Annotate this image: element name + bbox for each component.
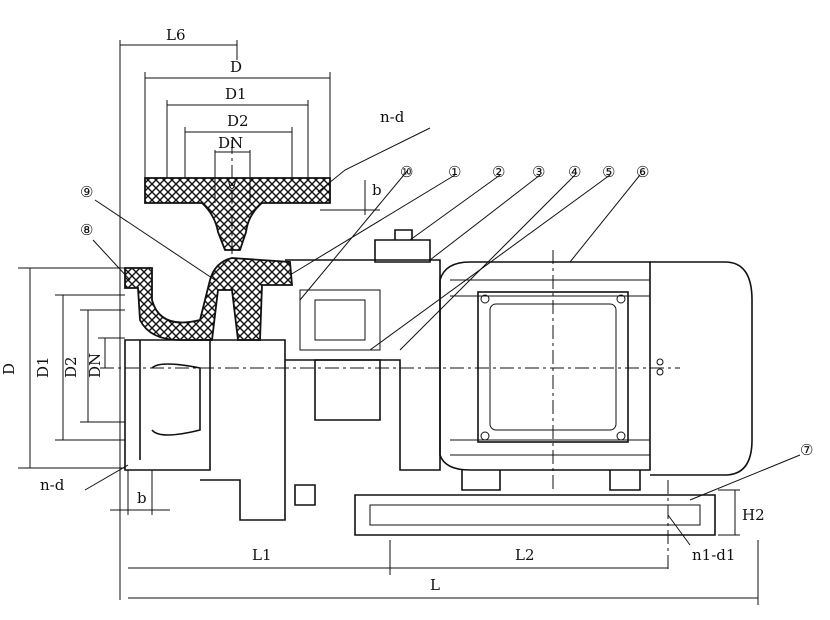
base-plate bbox=[354, 480, 716, 570]
dim-top-b: b bbox=[372, 181, 382, 199]
part-1: ① bbox=[448, 163, 461, 181]
dim-side-D2: D2 bbox=[62, 356, 80, 378]
dim-top-D1: D1 bbox=[225, 85, 247, 103]
dim-top-DN: DN bbox=[218, 134, 243, 152]
discharge-flange bbox=[144, 140, 331, 260]
dim-n1-d1: n1-d1 bbox=[692, 546, 735, 564]
dim-side-D: D bbox=[0, 363, 18, 375]
part-10: ⑩ bbox=[400, 163, 413, 181]
part-9: ⑨ bbox=[80, 183, 93, 201]
dim-top-D2: D2 bbox=[227, 112, 249, 130]
part-5: ⑤ bbox=[602, 163, 615, 181]
dim-side-DN: DN bbox=[86, 353, 104, 378]
part-4: ④ bbox=[568, 163, 581, 181]
pump-casing bbox=[124, 229, 441, 521]
dim-side-nd: n-d bbox=[40, 476, 65, 494]
dim-H2: H2 bbox=[742, 506, 765, 524]
leader-lines bbox=[84, 127, 801, 546]
dim-top-nd: n-d bbox=[380, 108, 405, 126]
dim-top-D: D bbox=[230, 58, 242, 76]
part-3: ③ bbox=[532, 163, 545, 181]
dim-L1: L1 bbox=[252, 546, 272, 564]
motor bbox=[439, 250, 753, 491]
dimension-lines bbox=[18, 40, 759, 605]
dim-side-D1: D1 bbox=[34, 356, 52, 378]
dim-L2: L2 bbox=[515, 546, 535, 564]
part-2: ② bbox=[492, 163, 505, 181]
part-8: ⑧ bbox=[80, 221, 93, 239]
part-7: ⑦ bbox=[800, 441, 813, 459]
dim-L6: L6 bbox=[166, 26, 186, 44]
dim-side-b: b bbox=[137, 489, 147, 507]
part-6: ⑥ bbox=[636, 163, 649, 181]
dim-L: L bbox=[430, 576, 440, 594]
